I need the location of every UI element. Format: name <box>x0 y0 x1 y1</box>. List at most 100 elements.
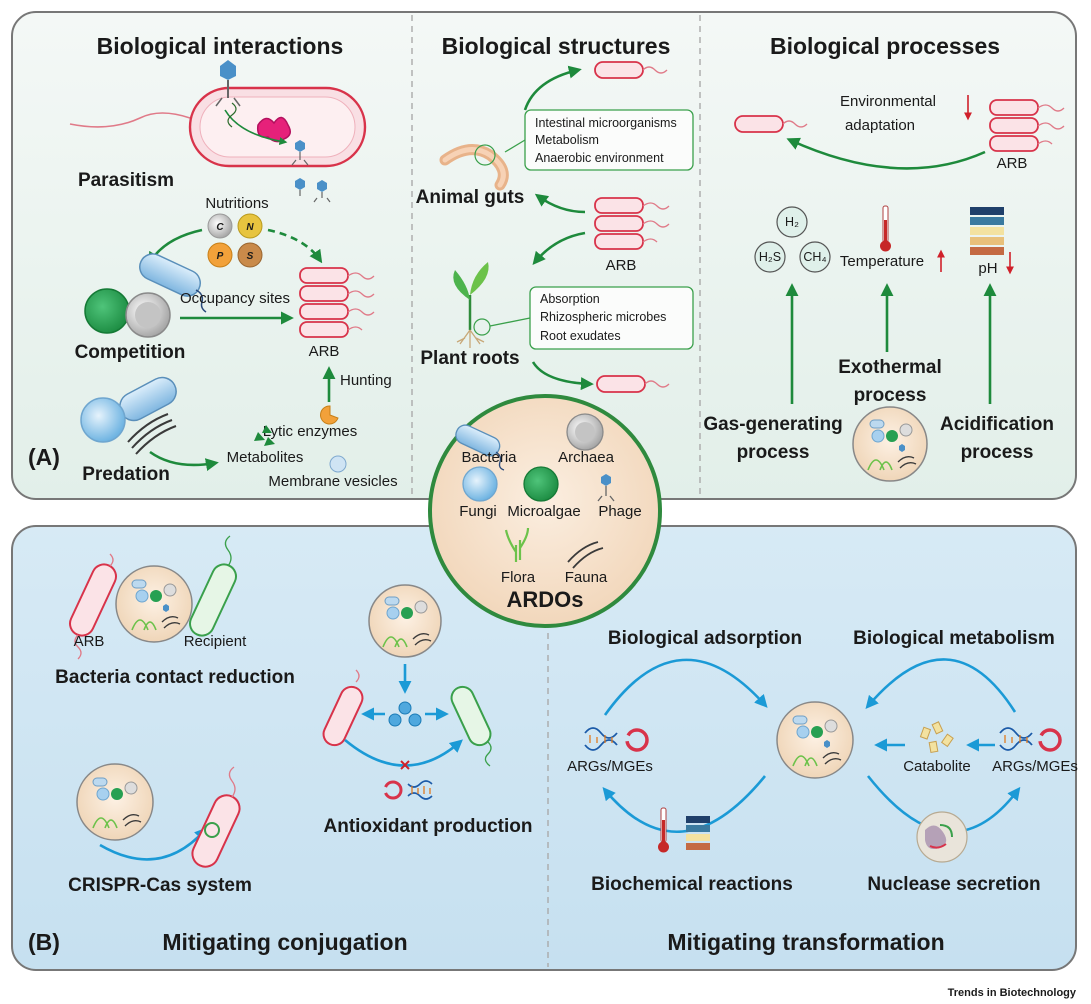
arrow <box>531 361 594 391</box>
ardo-circle <box>428 394 662 628</box>
ph-strip-icon <box>686 816 710 850</box>
antioxidant-label: Antioxidant production <box>324 816 533 837</box>
archaea-label: Archaea <box>558 449 615 466</box>
arb-icon <box>594 61 644 79</box>
credit-label: Trends in Biotechnology <box>948 987 1077 999</box>
arb-stack-illustration <box>299 267 375 338</box>
transformation-label: Mitigating transformation <box>667 929 944 955</box>
structures-title: Biological structures <box>442 33 671 59</box>
occupancy-label: Occupancy sites <box>180 290 290 307</box>
exothermal-line1: Exothermal <box>838 357 941 378</box>
plant-roots-label: Plant roots <box>420 348 519 369</box>
arb-icon <box>734 115 784 133</box>
mini-ardo-icon <box>852 406 928 482</box>
crispr-label: CRISPR-Cas system <box>68 875 252 896</box>
hunting-label: Hunting <box>340 372 392 389</box>
gut-box-line: Anaerobic environment <box>535 151 664 165</box>
panel-b-tag: (B) <box>28 929 60 955</box>
nutrient-spheres <box>207 213 263 268</box>
arb-label: ARB <box>606 257 637 274</box>
gas-bubbles <box>754 206 831 273</box>
lytic-enzyme-icon <box>320 405 339 425</box>
root-box-line: Rhizospheric microbes <box>540 310 666 324</box>
env-label-line1: Environmental <box>840 93 936 110</box>
arrow <box>865 658 1017 713</box>
gut-box-line: Intestinal microorganisms <box>535 116 677 130</box>
nutrient-c: C <box>216 222 224 233</box>
arb-icon <box>596 375 646 393</box>
arrow <box>523 65 582 111</box>
arb-label: ARB <box>997 155 1028 172</box>
contact-illustration <box>69 535 237 660</box>
recipient-label: Recipient <box>184 633 247 650</box>
parasitism-label: Parasitism <box>78 170 174 191</box>
thermometer-icon <box>880 205 891 252</box>
lytic-label: Lytic enzymes <box>263 423 357 440</box>
contact-label: Bacteria contact reduction <box>55 667 295 688</box>
env-label-line2: adaptation <box>845 117 915 134</box>
arrow <box>267 228 323 264</box>
nutrient-s: S <box>247 251 254 262</box>
biochemical-label: Biochemical reactions <box>591 874 793 895</box>
transformation-center-icon <box>776 701 854 779</box>
catabolite-icon <box>919 721 954 754</box>
crispr-illustration <box>76 763 241 868</box>
panel-a-tag: (A) <box>28 444 60 470</box>
plant-illustration <box>453 262 491 348</box>
predation-label: Predation <box>82 464 170 485</box>
flagellum <box>642 66 668 74</box>
ph-strip-icon <box>970 207 1004 255</box>
ph-label: pH <box>978 260 997 277</box>
dna-plasmid-icon <box>999 727 1062 752</box>
arb-stack-illustration <box>594 197 670 250</box>
interactions-title: Biological interactions <box>97 33 344 59</box>
arrow <box>786 137 986 170</box>
args-left-label: ARGs/MGEs <box>567 758 653 775</box>
catabolite-label: Catabolite <box>903 758 971 775</box>
acid-line1: Acidification <box>940 414 1054 435</box>
flagellum <box>644 380 670 388</box>
nuclease-label: Nuclease secretion <box>867 874 1040 895</box>
fauna-label: Fauna <box>565 569 608 586</box>
metabolites-label: Metabolites <box>227 449 304 466</box>
temperature-label: Temperature <box>840 253 924 270</box>
thermometer-icon <box>658 807 669 853</box>
ardos-title: ARDOs <box>506 587 583 612</box>
conjugation-label: Mitigating conjugation <box>162 929 407 955</box>
flora-label: Flora <box>501 569 536 586</box>
competition-label: Competition <box>75 342 186 363</box>
adsorption-label: Biological adsorption <box>608 628 802 649</box>
gas-ch4: CH₄ <box>803 250 826 264</box>
arb-label: ARB <box>309 343 340 360</box>
nutrient-p: P <box>217 251 224 262</box>
phage-label: Phage <box>598 503 641 520</box>
dna-plasmid-icon <box>584 727 649 752</box>
competition-illustration <box>84 253 207 338</box>
parasitism-illustration <box>69 60 367 203</box>
nutrient-n: N <box>246 222 254 233</box>
antioxidant-illustration <box>322 584 492 800</box>
exothermal-line2: process <box>854 385 927 406</box>
vesicle-icon <box>329 455 347 473</box>
args-right-label: ARGs/MGEs <box>992 758 1078 775</box>
arrow <box>532 231 586 265</box>
vesicles-label: Membrane vesicles <box>268 473 397 490</box>
metabolites-icon <box>254 425 275 446</box>
nutritions-label: Nutritions <box>205 195 268 212</box>
arrow <box>602 775 767 834</box>
bacteria-label: Bacteria <box>461 449 517 466</box>
gas-h2: H₂ <box>785 215 799 229</box>
gas-h2s: H₂S <box>759 250 781 264</box>
arb-stack-illustration <box>989 99 1065 152</box>
arrow <box>603 658 768 716</box>
gas-line2: process <box>737 442 810 463</box>
animal-guts-label: Animal guts <box>416 187 525 208</box>
fungi-label: Fungi <box>459 503 497 520</box>
acid-line2: process <box>961 442 1034 463</box>
microalgae-label: Microalgae <box>507 503 580 520</box>
flagellum <box>782 120 808 128</box>
arb-label: ARB <box>74 633 105 650</box>
root-box-line: Root exudates <box>540 329 621 343</box>
root-box <box>489 286 694 350</box>
